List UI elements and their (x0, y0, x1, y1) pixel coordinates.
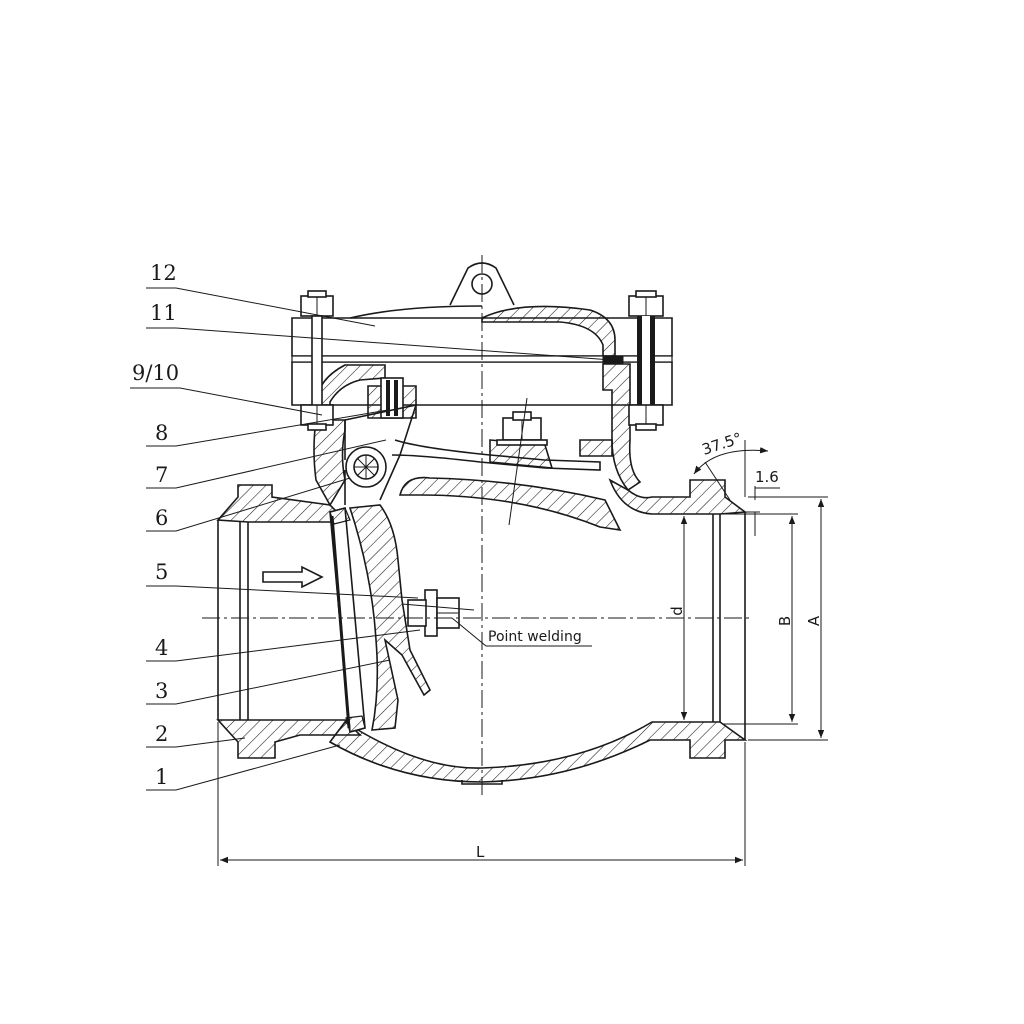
label-5: 5 (155, 560, 168, 584)
label-11: 11 (150, 301, 177, 325)
dimension-seat-diameter-label: B (776, 616, 794, 626)
label-7: 7 (155, 463, 168, 487)
dimension-outer-diameter (748, 496, 828, 741)
bonnet-internal-rib (391, 397, 622, 532)
dimension-bevel-angle (693, 440, 769, 501)
left-stud-bolt (300, 290, 334, 431)
point-welding-note: Point welding (488, 629, 582, 645)
dimension-bevel-gap (745, 486, 780, 536)
dimension-outer-diameter-label: A (805, 615, 823, 626)
dimension-inner-diameter-label: d (668, 606, 686, 616)
label-8: 8 (155, 421, 168, 445)
hinge-pin (345, 446, 387, 488)
right-stud-bolt (628, 290, 664, 431)
leader-lines (130, 287, 613, 791)
label-6: 6 (155, 506, 168, 530)
bevel-gap-label: 1.6 (755, 468, 779, 486)
label-4: 4 (155, 636, 168, 660)
dimension-length (217, 722, 746, 866)
flow-direction-arrow (262, 565, 324, 589)
label-1: 1 (155, 765, 168, 789)
label-12: 12 (150, 261, 177, 285)
label-9-10: 9/10 (132, 361, 179, 385)
disc-facing (329, 506, 366, 734)
dimension-length-label: L (476, 843, 485, 861)
label-3: 3 (155, 679, 168, 703)
hinge-bracket (344, 377, 418, 501)
disc-nut-and-washer (401, 589, 475, 637)
dimension-seat-diameter (722, 513, 798, 725)
label-2: 2 (155, 722, 168, 746)
